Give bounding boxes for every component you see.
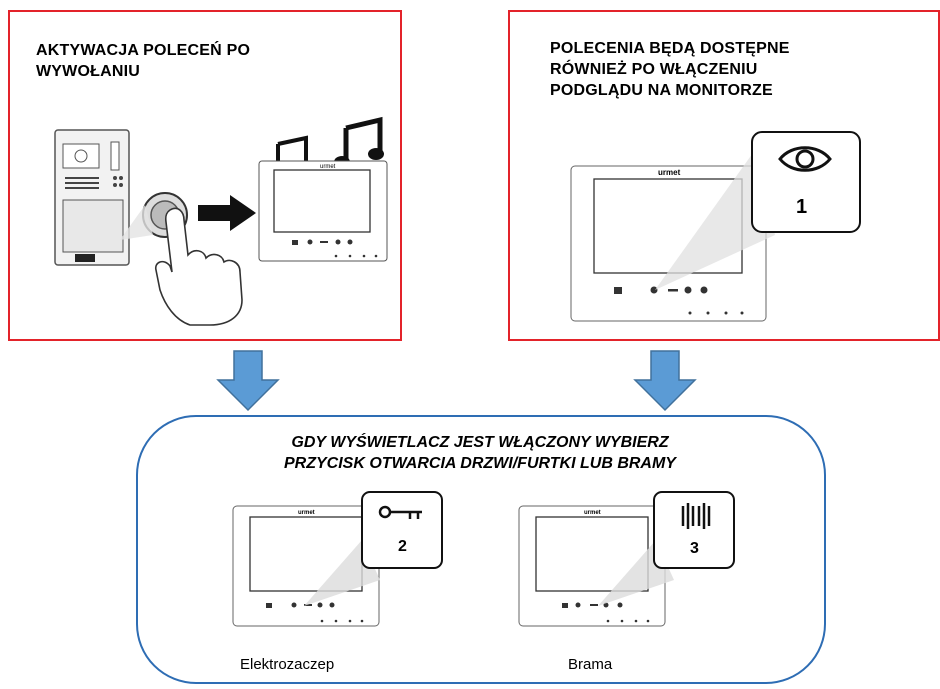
svg-text:urmet: urmet: [298, 510, 315, 516]
key-icon: [378, 505, 422, 519]
right-panel-title: POLECENIA BĘDĄ DOSTĘPNE RÓWNIEŻ PO WŁĄCZ…: [550, 40, 790, 99]
svg-text:urmet: urmet: [584, 510, 601, 516]
callout-number: 2: [398, 538, 407, 555]
left-caption: Elektrozaczep: [240, 656, 335, 673]
right-arrow-icon: [198, 195, 256, 231]
callout-box: [653, 491, 735, 569]
bottom-panel-title: GDY WYŚWIETLACZ JEST WŁĄCZONY WYBIERZ PR…: [284, 434, 676, 472]
zoom-cone-left: [120, 205, 153, 240]
monitor-icon: urmet: [258, 160, 388, 262]
door-station-icon: [54, 129, 130, 266]
hand-pressing-icon: [154, 207, 243, 326]
callout-box: [751, 131, 861, 233]
right-caption: Brama: [568, 656, 613, 673]
svg-text:urmet: urmet: [320, 164, 336, 170]
zoom-cone-right: [655, 150, 775, 290]
svg-text:urmet: urmet: [658, 168, 681, 177]
callout-box: [361, 491, 443, 569]
left-panel-title: AKTYWACJA POLECEŃ PO WYWOŁANIU: [36, 42, 251, 80]
callout-number: 1: [796, 196, 808, 218]
gate-icon: [681, 503, 711, 529]
callout-number: 3: [690, 540, 699, 557]
down-arrow-icon: [633, 350, 697, 412]
eye-icon: [778, 146, 832, 172]
down-arrow-icon: [216, 350, 280, 412]
